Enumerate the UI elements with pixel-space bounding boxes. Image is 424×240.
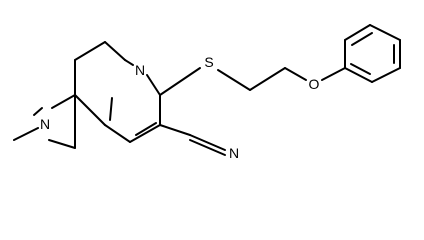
bond-line <box>159 124 191 136</box>
bond-line <box>109 97 113 121</box>
bond-line <box>146 74 161 96</box>
bond-line <box>189 139 226 156</box>
atom-label-o-ether: O <box>309 76 320 92</box>
bond-line <box>321 67 346 81</box>
bond-line <box>48 139 76 149</box>
atom-label-s-thioether: S <box>204 54 213 70</box>
atom-label-n-nitrile: N <box>229 145 239 161</box>
atom-label-n-pyridine: N <box>135 62 145 78</box>
bond-line <box>74 41 106 61</box>
bond-line <box>284 67 307 81</box>
bond-line <box>124 59 134 66</box>
bond-line <box>159 67 201 96</box>
bond-layer <box>13 24 401 156</box>
bond-line <box>74 94 106 126</box>
bond-line <box>33 107 43 116</box>
bond-line <box>129 124 161 143</box>
atom-label-layer: N S O N N <box>40 54 320 161</box>
bond-line <box>13 127 39 141</box>
bond-line <box>217 69 251 91</box>
bond-line <box>51 94 76 109</box>
atom-label-n-ring: N <box>40 116 50 132</box>
bond-line <box>371 67 401 83</box>
bond-line <box>350 63 371 75</box>
bond-line <box>344 24 371 41</box>
bond-line <box>104 41 126 61</box>
molecule-canvas: N S O N N <box>13 24 401 161</box>
bond-line <box>249 67 286 91</box>
bond-line <box>189 134 226 151</box>
bond-line <box>135 122 157 136</box>
bond-line <box>369 24 401 41</box>
bond-line <box>104 124 131 143</box>
bond-line <box>351 32 373 46</box>
bond-line <box>344 67 373 83</box>
structure-drawing: N S O N N <box>13 24 401 161</box>
